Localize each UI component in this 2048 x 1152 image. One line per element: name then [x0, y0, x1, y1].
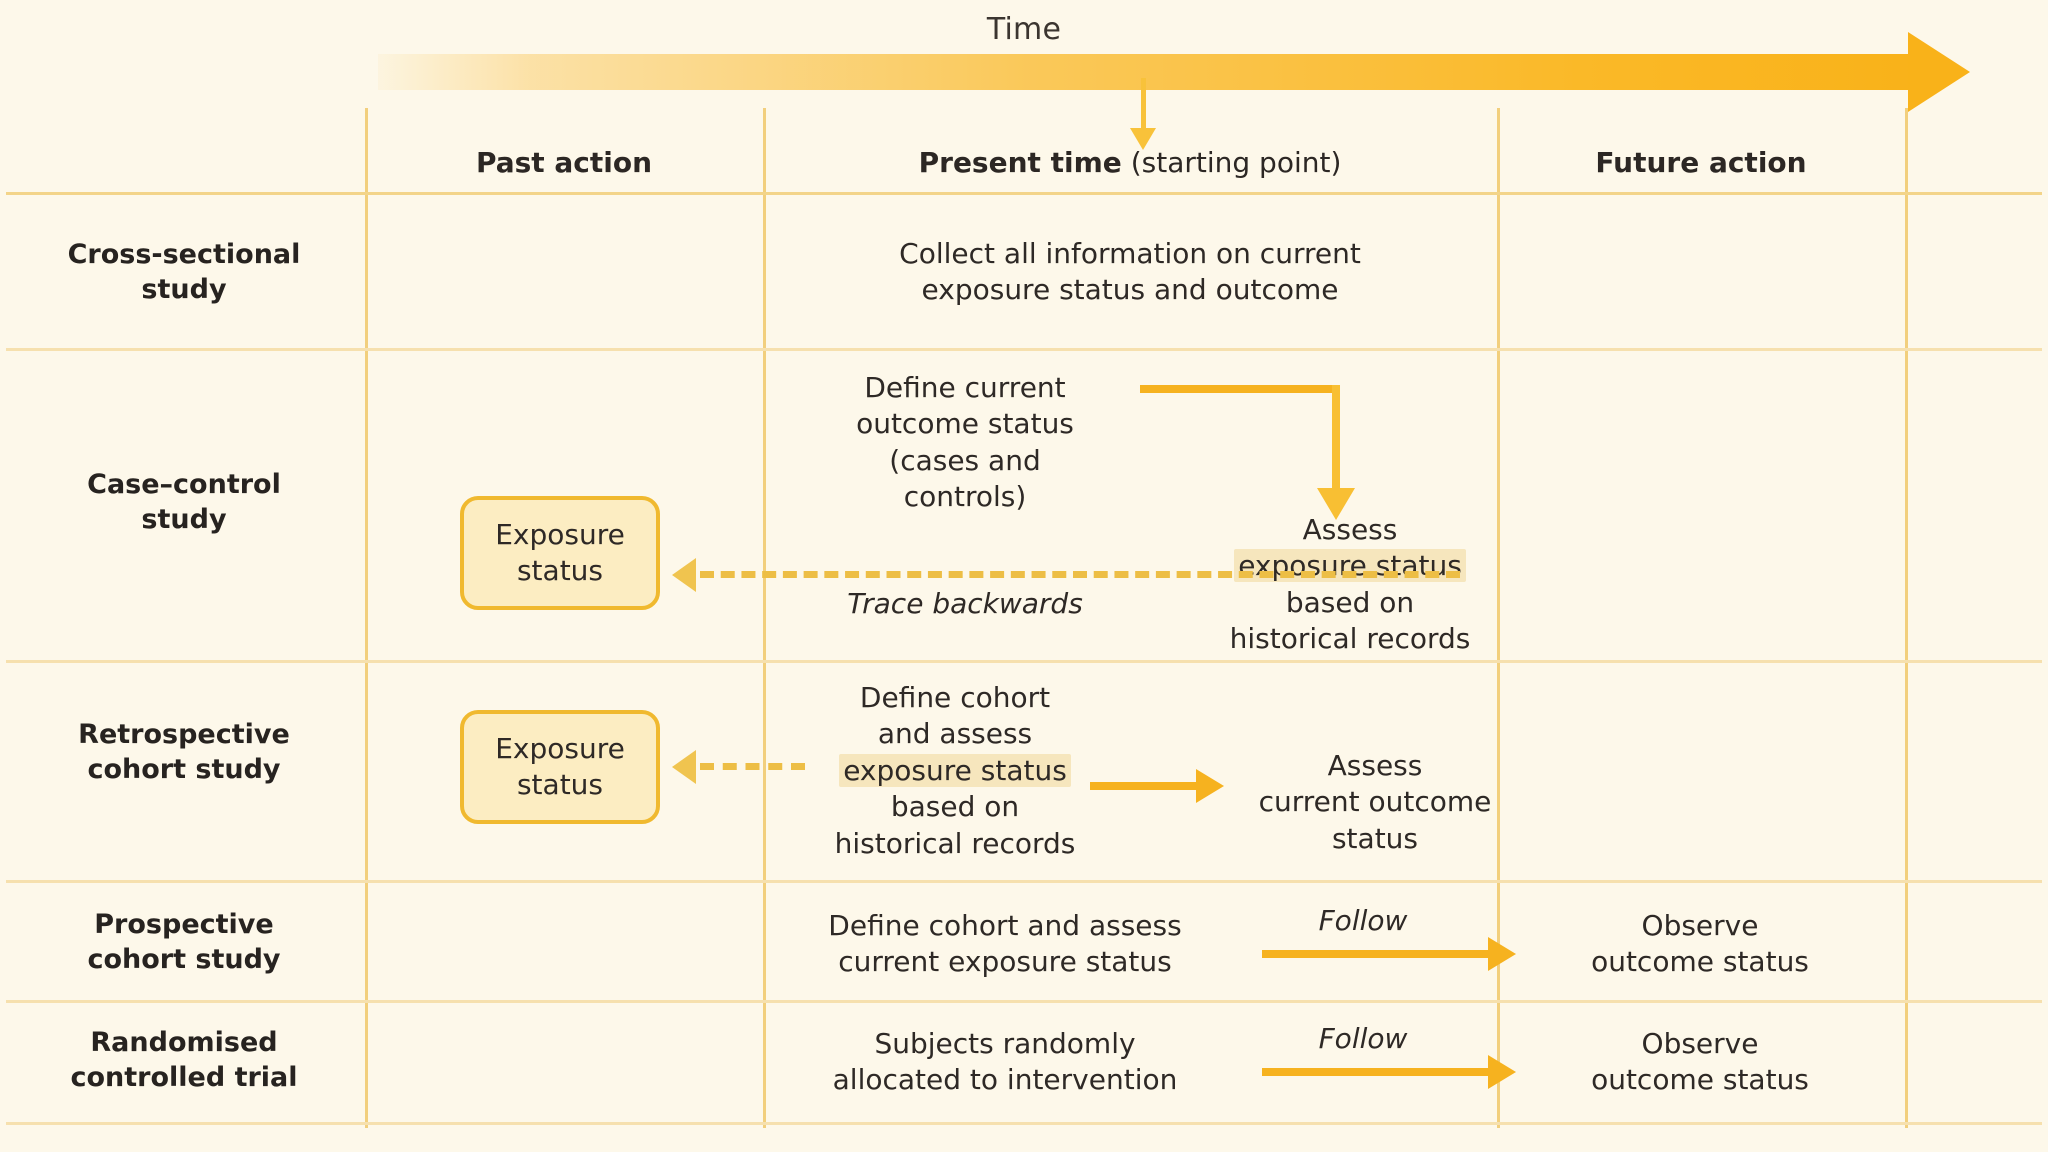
case-control-elbow-vertical	[1332, 385, 1340, 490]
row-label-line2: study	[141, 273, 227, 305]
column-header-present: Present time (starting point)	[763, 146, 1497, 179]
time-axis-label: Time	[986, 12, 1062, 47]
exposure-status-box-retrospective: Exposure status	[460, 710, 660, 824]
column-header-past: Past action	[365, 146, 763, 179]
cell-line2: outcome status	[1591, 1063, 1809, 1097]
prospective-follow-arrowhead-icon	[1488, 937, 1516, 971]
row-label-case-control: Case–control study	[6, 468, 362, 537]
row-label-line2: controlled trial	[70, 1061, 298, 1093]
cell-line3-highlight: exposure status	[839, 753, 1071, 787]
cell-line2: current exposure status	[838, 945, 1172, 979]
cell-line3: status	[1331, 821, 1419, 855]
cell-line1: Subjects randomly	[874, 1027, 1136, 1060]
grid-hline-4	[6, 1000, 2042, 1003]
cell-cross-sectional-present: Collect all information on current expos…	[763, 236, 1497, 309]
column-header-future: Future action	[1497, 146, 1905, 179]
exposure-box-line1: Exposure	[495, 732, 625, 766]
cell-line1: Define current	[864, 371, 1066, 404]
time-arrow-head-icon	[1908, 32, 1970, 112]
trace-backwards-label: Trace backwards	[790, 586, 1140, 622]
cell-line4: historical records	[1229, 622, 1471, 656]
cell-line1: Assess	[1327, 749, 1423, 782]
row-label-line2: study	[141, 503, 227, 535]
follow-text: Follow	[1318, 904, 1408, 937]
cell-case-control-define: Define current outcome status (cases and…	[790, 370, 1140, 516]
row-label-prospective-cohort: Prospective cohort study	[6, 908, 362, 977]
column-header-past-label: Past action	[475, 146, 653, 179]
cell-line2: exposure status	[1185, 548, 1515, 584]
grid-hline-header	[6, 192, 2042, 195]
grid-hline-bottom	[6, 1122, 2042, 1125]
retrospective-forward-arrowhead-icon	[1196, 769, 1224, 803]
exposure-status-box-case-control: Exposure status	[460, 496, 660, 610]
column-header-present-label: Present time	[918, 146, 1122, 179]
case-control-elbow-arrowhead-icon	[1317, 488, 1355, 520]
row-label-line2: cohort study	[87, 943, 281, 975]
cell-retrospective-define: Define cohort and assess exposure status…	[790, 680, 1120, 862]
grid-hline-3	[6, 880, 2042, 883]
exposure-box-line2: status	[516, 554, 604, 587]
exposure-box-line2: status	[516, 768, 604, 801]
prospective-follow-label: Follow	[1268, 903, 1458, 939]
trace-backwards-dashed-line	[700, 571, 1460, 578]
row-label-line1: Case–control	[87, 469, 281, 500]
case-control-elbow-horizontal	[1140, 385, 1340, 393]
present-time-pointer-icon	[1130, 78, 1156, 150]
cell-line1: Observe	[1641, 909, 1759, 942]
row-label-line1: Prospective	[94, 909, 274, 940]
prospective-follow-arrow	[1262, 950, 1492, 958]
cell-line2: exposure status and outcome	[921, 273, 1339, 307]
rct-follow-arrow	[1262, 1068, 1492, 1076]
row-label-cross-sectional: Cross-sectional study	[6, 238, 362, 307]
cell-line1: Observe	[1641, 1027, 1759, 1060]
row-label-line1: Randomised	[90, 1027, 278, 1058]
cell-line2: outcome status	[856, 407, 1074, 441]
cell-line1: Define cohort	[859, 681, 1051, 714]
cell-line3: based on	[1285, 585, 1415, 619]
grid-vline-3	[1497, 108, 1500, 1128]
cell-rct-present: Subjects randomly allocated to intervent…	[770, 1026, 1240, 1099]
grid-hline-1	[6, 348, 2042, 351]
cell-line4: controls)	[903, 480, 1027, 514]
cell-line1: Assess	[1302, 513, 1398, 546]
trace-backwards-text: Trace backwards	[847, 587, 1083, 620]
cell-line2: current outcome	[1258, 785, 1492, 819]
cell-prospective-present: Define cohort and assess current exposur…	[770, 908, 1240, 981]
exposure-box-line1: Exposure	[495, 518, 625, 552]
cell-retrospective-outcome: Assess current outcome status	[1230, 748, 1520, 857]
cell-line1: Define cohort and assess	[828, 909, 1182, 942]
column-header-future-label: Future action	[1595, 146, 1807, 179]
retrospective-forward-arrow	[1090, 782, 1200, 790]
cell-line1: Collect all information on current	[899, 237, 1361, 270]
cell-line3: (cases and	[889, 443, 1041, 477]
rct-follow-arrowhead-icon	[1488, 1055, 1516, 1089]
rct-follow-label: Follow	[1268, 1021, 1458, 1057]
trace-backwards-arrowhead-icon	[672, 558, 696, 592]
column-header-present-suffix: (starting point)	[1121, 146, 1342, 179]
cell-line5: historical records	[834, 826, 1076, 860]
retrospective-arrowhead-icon	[672, 750, 696, 784]
retrospective-dashed-line	[700, 763, 805, 770]
cell-prospective-future: Observe outcome status	[1530, 908, 1870, 981]
cell-line4: based on	[890, 790, 1020, 824]
time-arrow-bar	[378, 54, 1918, 90]
cell-line3: exposure status	[790, 753, 1120, 789]
row-label-line1: Cross-sectional	[67, 239, 301, 270]
row-label-randomised-controlled-trial: Randomised controlled trial	[6, 1026, 362, 1095]
grid-vline-4	[1905, 108, 1908, 1128]
grid-vline-2	[763, 108, 766, 1128]
grid-hline-2	[6, 660, 2042, 663]
row-label-line2: cohort study	[87, 753, 281, 785]
cell-case-control-assess: Assess exposure status based on historic…	[1185, 512, 1515, 658]
cell-line2: and assess	[877, 717, 1033, 751]
cell-line2: outcome status	[1591, 945, 1809, 979]
row-label-retrospective-cohort: Retrospective cohort study	[6, 718, 362, 787]
cell-rct-future: Observe outcome status	[1530, 1026, 1870, 1099]
cell-line2: allocated to intervention	[832, 1063, 1178, 1097]
grid-vline-1	[365, 108, 368, 1128]
follow-text: Follow	[1318, 1022, 1408, 1055]
row-label-line1: Retrospective	[78, 719, 290, 750]
